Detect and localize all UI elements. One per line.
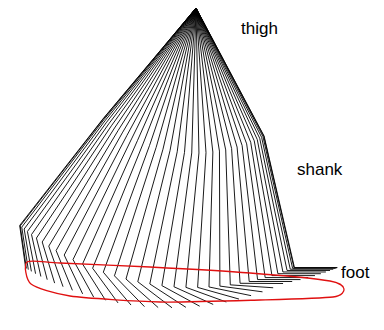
leg-frame [162, 8, 200, 306]
leg-frame [24, 8, 196, 271]
leg-frame [196, 8, 292, 282]
leg-frame [196, 8, 337, 268]
label-holder: thigh [240, 20, 279, 39]
label-holder: foot [340, 264, 370, 283]
leg-frame [103, 8, 196, 305]
part-label: foot [340, 264, 370, 283]
label-holder: shank [296, 161, 343, 180]
leg-frame [196, 8, 283, 284]
leg-frame [150, 8, 196, 307]
leg-frame [73, 8, 196, 297]
part-label: shank [296, 161, 343, 180]
leg-frame [196, 8, 301, 280]
leg-frame [64, 8, 196, 294]
leg-frame [42, 8, 196, 283]
leg-frame [126, 8, 196, 308]
toe-trajectory [25, 261, 344, 302]
leg-frame [196, 8, 337, 268]
leg-frame [138, 8, 196, 308]
leg-frame [49, 8, 196, 287]
part-label: thigh [240, 20, 279, 39]
